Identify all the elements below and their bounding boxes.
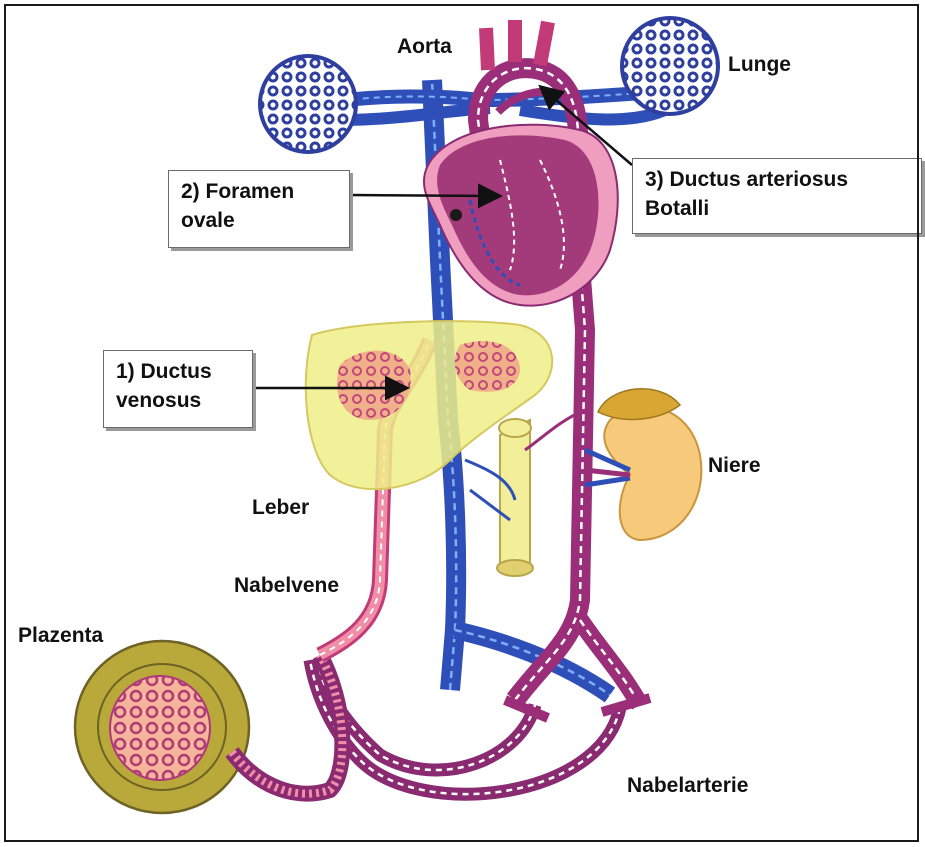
callout-foramen-ovale-line2: ovale xyxy=(181,206,337,235)
label-nabelvene: Nabelvene xyxy=(234,575,339,596)
label-leber: Leber xyxy=(252,497,309,518)
label-niere: Niere xyxy=(708,455,761,476)
kidney xyxy=(585,389,701,540)
callout-ductus-venosus-line2: venosus xyxy=(116,386,240,415)
callout-ductus-venosus: 1) Ductus venosus xyxy=(103,350,253,428)
label-aorta: Aorta xyxy=(397,36,452,57)
heart xyxy=(424,125,618,306)
label-nabelarterie: Nabelarterie xyxy=(627,775,748,796)
callout-ductus-arteriosus-line1: 3) Ductus arteriosus xyxy=(645,165,909,194)
callout-foramen-ovale: 2) Foramen ovale xyxy=(168,170,350,248)
callout-foramen-ovale-line1: 2) Foramen xyxy=(181,177,337,206)
label-plazenta: Plazenta xyxy=(18,625,103,646)
callout-ductus-arteriosus: 3) Ductus arteriosus Botalli xyxy=(632,158,922,234)
callout-ductus-arteriosus-line2: Botalli xyxy=(645,194,909,223)
lung-right xyxy=(622,18,718,114)
arrow-foramen-ovale xyxy=(350,195,498,196)
callout-ductus-venosus-line1: 1) Ductus xyxy=(116,357,240,386)
label-lunge: Lunge xyxy=(728,54,791,75)
placenta xyxy=(75,641,249,813)
intestine xyxy=(465,410,585,576)
lung-left xyxy=(260,56,356,152)
